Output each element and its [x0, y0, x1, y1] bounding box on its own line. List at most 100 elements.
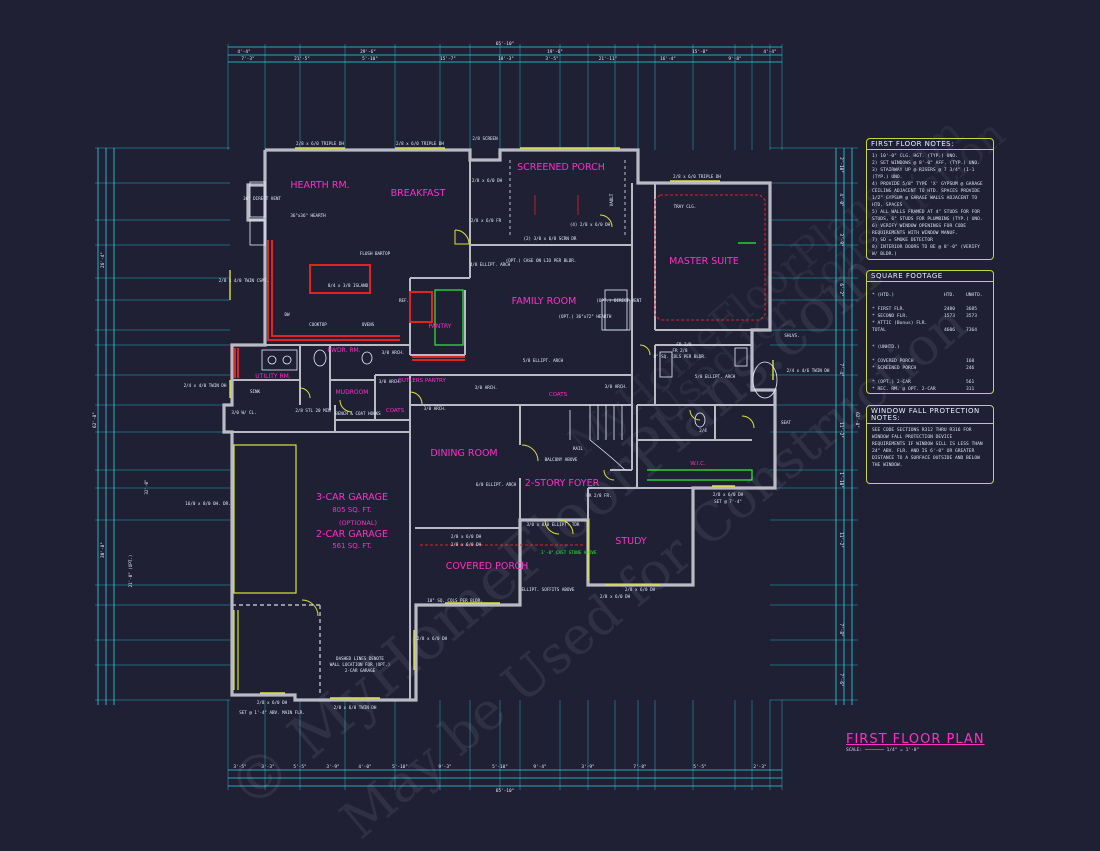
dim-bottom-row: 4'-0": [358, 764, 371, 770]
note-master-window: 2/8 x 6/0 TRIPLE DH: [673, 174, 721, 179]
note-set-ht2: SET @ 1'-4" ABV. MAIN FLR.: [239, 710, 305, 715]
sqft-row-unhtd: 246: [966, 366, 975, 371]
note-ellipt-soffits: ELLIPT. SOFFITS ABOVE: [522, 587, 575, 592]
dim-right-row: 11'-2": [838, 422, 844, 438]
note-arch-dining: 6/0 ELLIPT. ARCH: [476, 482, 517, 487]
note-window-hearth: 2/8 x 6/0 TRIPLE DH: [296, 141, 344, 146]
dim-top-c: 19'-6": [547, 49, 563, 55]
sqft-htd-heading: * (HTD.): [872, 293, 895, 298]
note-hearth-note: 36"x36" HEARTH: [290, 213, 326, 218]
sqft-row-htd: [944, 365, 966, 372]
garage-doors: [233, 444, 297, 690]
dim-top-row: 9'-8": [728, 56, 741, 62]
sqft-row-label: * REC. RM. @ OPT. 2-CAR: [872, 387, 936, 392]
note-fr-b: FR 2/8: [672, 348, 688, 353]
room-label-mudroom: MUDROOM: [336, 389, 369, 396]
note-dh-garage: 2/8 x 6/0 DH: [417, 636, 448, 641]
room-label-utility: UTILITY RM.: [255, 373, 291, 380]
note-bench: BENCH & COAT HOOKS: [335, 411, 381, 416]
title-block: FIRST FLOOR PLAN SCALE: ─────── 1/4" = 1…: [846, 732, 996, 753]
note-set-ht: SET @ 7'-4": [714, 499, 742, 504]
note-french-dr: FR 2/8 FR.: [586, 493, 611, 498]
sqft-row-label: * (OPT.) 2-CAR: [872, 380, 911, 385]
sqft-row-unhtd: [966, 320, 988, 327]
square-footage-title: SQUARE FOOTAGE: [867, 271, 993, 282]
note-fireplace: (OPT.) 36"x72" HEARTH: [559, 314, 612, 319]
dim-right-row: 7'-8": [838, 623, 844, 636]
fixtures: [249, 160, 778, 471]
sqft-col-a: HTD.: [944, 293, 956, 298]
note-balcony: BALCONY ABOVE: [545, 457, 578, 462]
note-study-win: 2/8 x 6/0 DH: [625, 587, 656, 592]
room-label-foyer: 2-STORY FOYER: [525, 478, 600, 489]
sqft-row-htd: [944, 386, 966, 393]
note-wic-win: 2/8 x 6/0 DH: [713, 492, 744, 497]
window-fall-notes-text: SEE CODE SECTIONS R312 THRU R316 FOR WIN…: [872, 428, 983, 468]
note-arch-g: 3/0 ARCH.: [605, 384, 628, 389]
note-arch-b: 5/8 ELLIPT. ARCH: [523, 358, 564, 363]
room-label-powder: PWDR. RM.: [327, 347, 360, 354]
note-direct-vent: 36" DIRECT VENT: [243, 196, 281, 201]
sqft-row-label: * FIRST FLR.: [872, 307, 906, 312]
dim-bottom-overall: 65'-10": [496, 788, 515, 794]
room-label-garage3: 3-CAR GARAGE: [316, 492, 388, 503]
sqft-row-htd: 1573: [944, 314, 956, 319]
note-dim-v2: 21'-0" (OPT.): [128, 555, 133, 588]
sqft-row-label: * ATTIC (Bonus) FLR.: [872, 321, 928, 326]
note-door-a: 3/0 W/ CL.: [231, 410, 256, 415]
note-cooktop: COOKTOP: [309, 322, 327, 327]
dim-right-row: 7'-4": [838, 363, 844, 376]
note-dh-dining1: 2/8 x 6/0 DH: [451, 534, 482, 539]
room-label-study: STUDY: [615, 536, 647, 547]
dim-right-row: 3'-9": [838, 233, 844, 246]
dimension-extension-lines: [95, 44, 858, 790]
dim-left-a: 26'-4": [100, 252, 106, 268]
sqft-row-label: TOTAL: [872, 328, 886, 333]
note-island: 8/4 x 3/8 ISLAND: [328, 283, 369, 288]
note-seat: SEAT: [781, 420, 792, 425]
note-twin-csmt: 2/8 x 4/0 TWIN CSMT.: [219, 278, 269, 283]
note-vault: VAULT: [609, 193, 614, 206]
note-study-win2: 2/8 x 6/0 DH: [600, 594, 631, 599]
note-tray-clg: TRAY CLG.: [674, 204, 697, 209]
note-ellipt-tdr: 3/0 x 8/0 ELLIPT. TDR: [527, 522, 580, 527]
room-label-pantry: PANTRY: [429, 323, 452, 330]
dim-top-e: 4'-4": [763, 49, 776, 55]
first-floor-notes-title: FIRST FLOOR NOTES:: [867, 139, 993, 150]
first-floor-notes-text: 1) 10'-0" CLG. HGT. (TYP.) UNO. 2) SET W…: [872, 154, 983, 257]
dim-top-row: 21'-11": [599, 56, 618, 62]
room-label-screened-porch: SCREENED PORCH: [517, 162, 605, 173]
dim-top-row: 3'-5": [545, 56, 558, 62]
first-floor-notes-panel: FIRST FLOOR NOTES: 1) 10'-0" CLG. HGT. (…: [866, 138, 994, 260]
note-ref: REF.: [399, 298, 409, 303]
sqft-row-label: * SCREENED PORCH: [872, 366, 917, 371]
annotation-labels: 2/8 x 6/0 TRIPLE DH 2/8 x 6/0 TRIPLE DH 2/…: [128, 136, 830, 715]
note-arch-a: 4/8 ELLIPT. ARCH: [470, 262, 511, 267]
dim-bottom-row: 9'-4": [533, 764, 546, 770]
note-screen-door: (2) 3/0 x 6/8 SCRN DR: [524, 236, 577, 241]
room-label-coats-l: COATS: [386, 408, 405, 414]
dim-bottom-row: 3'-9": [581, 764, 594, 770]
note-cols: 8" SQ. COLS PER BLDR.: [654, 354, 707, 359]
dim-bottom-row: 3'-3": [261, 764, 274, 770]
dim-right-row: 1'-10": [838, 472, 844, 488]
dim-top-d: 15'-8": [692, 49, 708, 55]
square-footage-panel: SQUARE FOOTAGE * (HTD.) HTD. UNHTD. * FIRS…: [866, 270, 994, 394]
room-label-butlers-pantry: BUTLERS PANTRY: [398, 378, 446, 384]
dim-top-row: 18'-3": [498, 56, 514, 62]
sqft-row-label: * COVERED PORCH: [872, 359, 914, 364]
room-label-garage3-sf: 805 SQ. FT.: [332, 506, 372, 514]
note-twin-dh: 2/4 x 4/6 TWIN DH: [787, 368, 830, 373]
room-label-covered-porch: COVERED PORCH: [446, 561, 529, 572]
note-st-fr: 2/8 STL 20 MIN: [295, 408, 331, 413]
sqft-col-b: UNHTD.: [966, 293, 983, 298]
note-arch-e: 3/0 ARCH.: [475, 385, 498, 390]
door-swings: [299, 214, 755, 617]
dim-bottom-row: 5'-10": [492, 764, 508, 770]
note-dh-garage-l: 2/8 x 6/0 DH: [257, 700, 288, 705]
